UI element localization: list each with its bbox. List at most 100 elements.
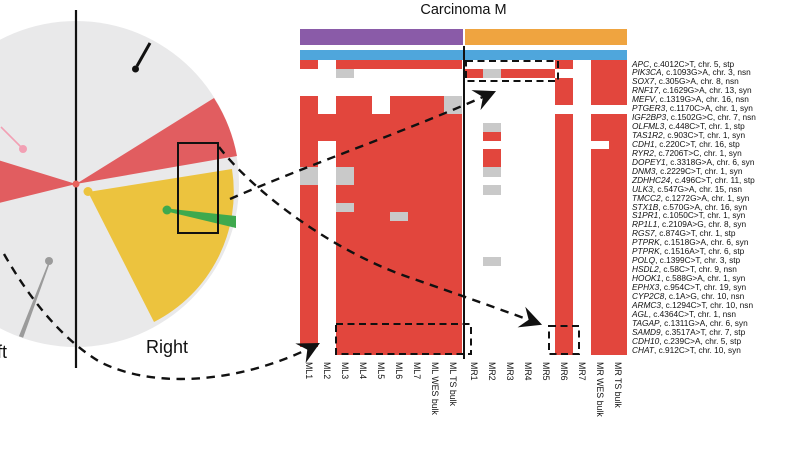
heatmap-cell-MR TS bulk-CHAT — [609, 346, 627, 356]
heatmap-cell-MR TS bulk-RGS7 — [609, 229, 627, 240]
heatmap-cell-MR WES bulk-IGF2BP3 — [591, 113, 609, 124]
heatmap-cell-MR TS bulk-POLQ — [609, 256, 627, 267]
gene-row-label-PTGER3: PTGER3, c.1170C>A, chr. 1, syn — [632, 103, 753, 114]
heatmap-cell-MR WES bulk-TAS1R2 — [591, 131, 609, 141]
heatmap-cell-ML1-CDH10 — [300, 337, 318, 347]
column-label-MR5: MR5 — [540, 362, 551, 381]
zoom-region-rect — [177, 142, 219, 234]
heatmap-cell-ML3-CHAT — [336, 346, 354, 356]
heatmap-cell-MR WES bulk-OLFML3 — [591, 122, 609, 132]
heatmap-cell-MR WES bulk-HOOK1 — [591, 274, 609, 284]
heatmap-cell-MR WES bulk-DOPEY1 — [591, 158, 609, 168]
heatmap-cell-MR TS bulk-ULK3 — [609, 185, 627, 195]
gene-row-label-SOX7: SOX7, c.305G>A, chr. 8, nsn — [632, 76, 739, 87]
heatmap-cell-MR6-ZDHHC24 — [555, 176, 573, 186]
heatmap-cell-MR6-IGF2BP3 — [555, 113, 573, 124]
gray-needle-dot — [45, 257, 53, 265]
heatmap-cell-ML5-APC — [372, 60, 390, 70]
left-red-clone-wedge — [0, 160, 76, 203]
heatmap-cell-MR TS bulk-PIK3CA — [609, 68, 627, 79]
heatmap-cell-ML3-APC — [336, 60, 354, 70]
heatmap-cell-MR TS bulk-MEFV — [609, 95, 627, 106]
gene-row-label-DNM3: DNM3, c.2229C>T, chr. 1, syn — [632, 165, 743, 176]
heatmap-cell-MR6-HSDL2 — [555, 265, 573, 276]
gene-row-label-APC: APC, c.4012C>T, chr. 5, stp — [632, 58, 735, 69]
gene-row-label-TMCC2: TMCC2, c.1272G>A, chr. 1, syn — [632, 192, 750, 203]
heatmap-cell-MR6-EPHX3 — [555, 283, 573, 293]
green-sample-dot — [162, 205, 172, 215]
tumor-center-dot — [72, 180, 80, 188]
heatmap-cell-MR WES bulk-CDH10 — [591, 337, 609, 347]
top-needle-dot — [132, 65, 139, 73]
heatmap-cell-MR WES bulk-RYR2 — [591, 149, 609, 159]
heatmap-cell-MR TS bulk-ZDHHC24 — [609, 176, 627, 186]
heatmap-cell-ML3-PIK3CA — [336, 68, 354, 79]
gene-row-label-RYR2: RYR2, c.7206T>C, chr. 1, syn — [632, 147, 742, 158]
gene-row-label-POLQ: POLQ, c.1399C>T, chr. 3, stp — [632, 255, 741, 266]
heatmap-cell-MR WES bulk-TAGAP — [591, 319, 609, 329]
column-label-MR WES bulk: MR WES bulk — [594, 362, 605, 417]
gene-row-label-MEFV: MEFV, c.1319G>A, chr. 16, nsn — [632, 94, 749, 105]
heatmap-cell-MR TS bulk-PTPRK — [609, 247, 627, 258]
heatmap-cell-MR WES bulk-POLQ — [591, 256, 609, 267]
heatmap-cell-MR TS bulk-CYP2C8 — [609, 292, 627, 302]
heatmap-cell-MR6-PTPRK — [555, 238, 573, 249]
heatmap-cell-MR WES bulk-RNF17 — [591, 86, 609, 97]
heatmap-cell-MR2-POLQ — [483, 256, 501, 267]
column-label-MR TS bulk: MR TS bulk — [612, 362, 623, 408]
heatmap-cell-MR WES bulk-PTPRK — [591, 247, 609, 258]
heatmap-cell-MR TS bulk-HOOK1 — [609, 274, 627, 284]
gene-row-label-HSDL2: HSDL2, c.58C>T, chr. 9, nsn — [632, 264, 737, 275]
heatmap-cell-MR5-PIK3CA — [537, 68, 555, 79]
gene-row-label-SAMD9: SAMD9, c.3517A>T, chr. 7, stp — [632, 326, 746, 337]
heatmap-cell-MR TS bulk-S1PR1 — [609, 211, 627, 222]
heatmap-cell-ML4-CHAT — [354, 346, 372, 356]
heatmap-cell-ML WES bulk-APC — [426, 60, 444, 70]
heatmap-cell-MR TS bulk-PTPRK — [609, 238, 627, 249]
gene-row-label-CDH10: CDH10, c.239C>A, chr. 5, stp — [632, 335, 742, 346]
heatmap-cell-MR WES bulk-S1PR1 — [591, 211, 609, 222]
pie-label-left: Left — [0, 342, 8, 362]
heatmap-cell-MR TS bulk-OLFML3 — [609, 122, 627, 132]
heatmap-cell-MR WES bulk-CHAT — [591, 346, 609, 356]
heatmap-cell-MR TS bulk-CDH1 — [609, 140, 627, 150]
heatmap-cell-ML WES bulk-CHAT — [426, 346, 444, 356]
heatmap-cell-MR2-TAS1R2 — [483, 131, 501, 141]
heatmap-cell-MR6-TAS1R2 — [555, 131, 573, 141]
heatmap-cell-MR WES bulk-DNM3 — [591, 167, 609, 177]
column-label-MR1: MR1 — [468, 362, 479, 381]
heatmap-cell-MR WES bulk-MEFV — [591, 95, 609, 106]
right-red-clone-wedge — [76, 98, 237, 184]
pink-needle-dot — [19, 145, 27, 153]
column-label-MR7: MR7 — [576, 362, 587, 381]
column-label-ML TS bulk: ML TS bulk — [447, 362, 458, 407]
heatmap-cell-MR6-TMCC2 — [555, 194, 573, 204]
heatmap-title: Carcinoma M — [420, 2, 507, 18]
heatmap-cell-MR TS bulk-SOX7 — [609, 77, 627, 88]
column-label-MR4: MR4 — [522, 362, 533, 381]
heatmap-cell-MR WES bulk-ULK3 — [591, 185, 609, 195]
heatmap-cell-MR2-DNM3 — [483, 167, 501, 177]
gene-row-label-IGF2BP3: IGF2BP3, c.1502G>C, chr. 7, nsn — [632, 112, 756, 123]
heatmap-cell-MR TS bulk-RNF17 — [609, 86, 627, 97]
heatmap-cell-MR WES bulk-EPHX3 — [591, 283, 609, 293]
heatmap-cell-MR WES bulk-STX1B — [591, 203, 609, 213]
gene-row-label-RP1L1: RP1L1, c.2109A>G, chr. 8, syn — [632, 219, 747, 230]
heatmap-cell-MR4-PIK3CA — [519, 68, 537, 79]
pink-needle-mark — [0, 126, 24, 150]
heatmap-cell-MR WES bulk-APC — [591, 60, 609, 70]
top-needle-mark — [135, 42, 152, 67]
heatmap-cell-MR6-TAGAP — [555, 319, 573, 329]
heatmap-cell-MR6-RP1L1 — [555, 220, 573, 231]
heatmap-cell-MR WES bulk-RP1L1 — [591, 220, 609, 231]
heatmap-cell-MR TS bulk-TAGAP — [609, 319, 627, 329]
heatmap-cell-MR6-CHAT — [555, 346, 573, 356]
column-label-MR3: MR3 — [504, 362, 515, 381]
heatmap-cell-MR6-CYP2C8 — [555, 292, 573, 302]
column-label-ML WES bulk: ML WES bulk — [429, 362, 440, 415]
heatmap-cell-ML4-APC — [354, 60, 372, 70]
gene-row-label-PIK3CA: PIK3CA, c.1093G>A, chr. 3, nsn — [632, 67, 751, 78]
heatmap-cell-MR WES bulk-HSDL2 — [591, 265, 609, 276]
gene-row-label-CHAT: CHAT, c.912C>T, chr. 10, syn — [632, 344, 741, 355]
heatmap-cell-MR6-AGL — [555, 310, 573, 320]
